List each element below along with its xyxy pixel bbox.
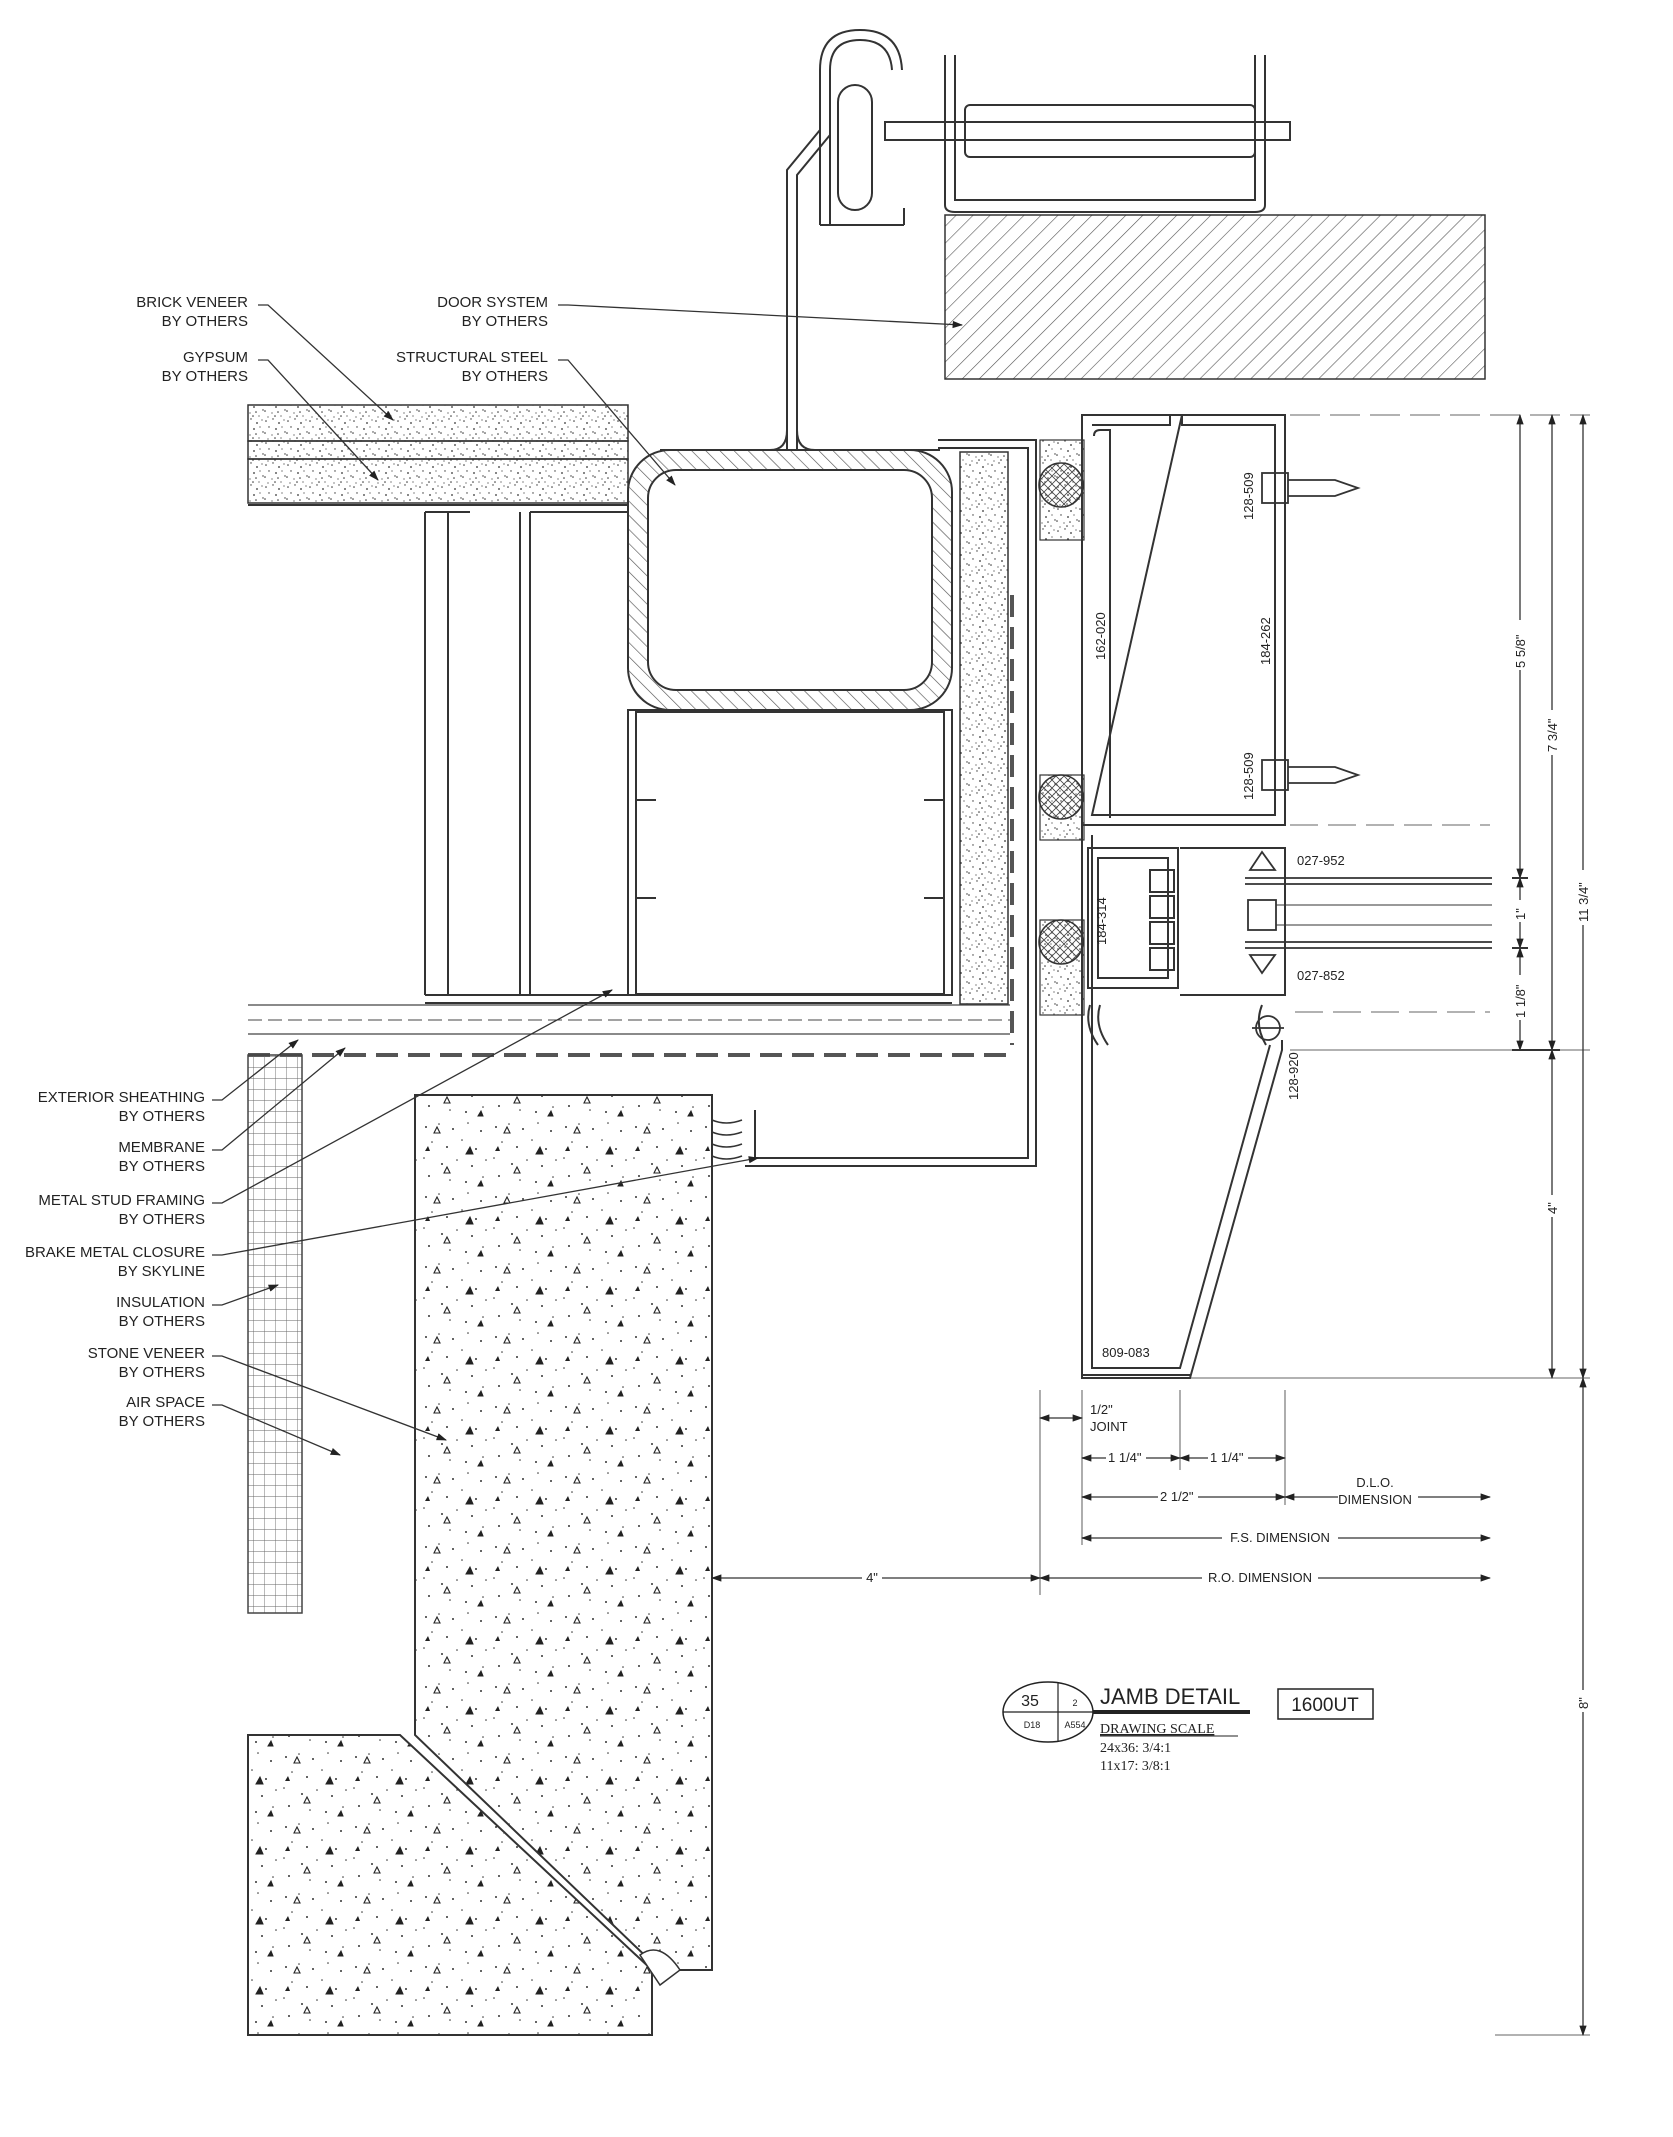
dim-1-1-8: 1 1/8" — [1513, 984, 1528, 1018]
detail-number: 35 — [1021, 1693, 1039, 1710]
part-128-509-top: 128-509 — [1241, 472, 1256, 520]
dim-1: 1" — [1513, 908, 1528, 920]
dimension-labels: 5 5/8" 7 3/4" 11 3/4" 1" 1 1/8" 4" 8" 1/… — [862, 620, 1592, 1712]
part-027-952: 027-952 — [1297, 853, 1345, 868]
series-number: 1600UT — [1291, 1695, 1359, 1716]
anchor-screws — [1252, 472, 1361, 1041]
part-027-852: 027-852 — [1297, 968, 1345, 983]
dim-1-1-4-b: 1 1/4" — [1210, 1450, 1244, 1465]
door-stem — [660, 129, 940, 451]
part-128-509-bottom: 128-509 — [1241, 752, 1256, 800]
gypsum-layer — [247, 458, 629, 504]
dim-ro: R.O. DIMENSION — [1208, 1570, 1312, 1585]
title-block: 35 2 D18 A554 JAMB DETAIL 1600UT DRAWING… — [1002, 1681, 1374, 1774]
structural-steel-label: STRUCTURAL STEEL — [396, 349, 548, 366]
brick-veneer-label: BRICK VENEER — [136, 294, 248, 311]
dim-fs: F.S. DIMENSION — [1230, 1530, 1330, 1545]
brick-veneer-sublabel: BY OTHERS — [162, 313, 248, 330]
gypsum-label: GYPSUM — [183, 349, 248, 366]
air-space-grid-insulation — [247, 1054, 303, 1614]
sheet-number: 2 — [1072, 1698, 1077, 1708]
part-809-083: 809-083 — [1102, 1345, 1150, 1360]
callout-labels: BRICK VENEER BY OTHERS GYPSUM BY OTHERS … — [25, 294, 548, 1430]
part-number-labels: 128-509 162-020 184-262 128-509 027-952 … — [1093, 472, 1345, 1360]
insulation-label: INSULATION — [116, 1294, 205, 1311]
dim-dlo: D.L.O. — [1356, 1475, 1394, 1490]
part-184-262: 184-262 — [1258, 617, 1273, 665]
dim-5-5-8: 5 5/8" — [1513, 634, 1528, 668]
dim-dlo-sublabel: DIMENSION — [1338, 1492, 1412, 1507]
scale-heading: DRAWING SCALE — [1100, 1722, 1214, 1737]
dim-4-vertical: 4" — [1545, 1202, 1560, 1214]
vertical-dimension-lines — [1190, 413, 1590, 2037]
stone-veneer-upper — [414, 1094, 713, 1971]
dim-4-horizontal: 4" — [866, 1570, 878, 1585]
glazing-panel — [1245, 850, 1492, 975]
dim-1-1-4-a: 1 1/4" — [1108, 1450, 1142, 1465]
insulation-strip — [959, 451, 1014, 1045]
membrane-sublabel: BY OTHERS — [119, 1158, 205, 1175]
storefront-frame — [1081, 414, 1286, 1379]
stone-veneer-label: STONE VENEER — [88, 1345, 205, 1362]
stone-veneer-sublabel: BY OTHERS — [119, 1364, 205, 1381]
metal-stud-framing — [248, 504, 953, 1004]
door-hinge-bracket — [884, 55, 1291, 213]
structural-steel-sublabel: BY OTHERS — [462, 368, 548, 385]
insulation-sublabel: BY OTHERS — [119, 1313, 205, 1330]
dim-8: 8" — [1576, 1697, 1591, 1709]
exterior-sheathing-sublabel: BY OTHERS — [119, 1108, 205, 1125]
exterior-sheathing-label: EXTERIOR SHEATHING — [38, 1089, 205, 1106]
air-space-label: AIR SPACE — [126, 1394, 205, 1411]
air-space-sublabel: BY OTHERS — [119, 1413, 205, 1430]
brick-veneer-layer — [247, 404, 629, 460]
part-162-020: 162-020 — [1093, 612, 1108, 660]
metal-stud-framing-sublabel: BY OTHERS — [119, 1211, 205, 1228]
brake-metal-closure — [711, 439, 1037, 1167]
dim-joint: 1/2" — [1090, 1402, 1113, 1417]
dim-2-1-2: 2 1/2" — [1160, 1489, 1194, 1504]
leader-lines — [212, 304, 964, 1456]
dim-7-3-4: 7 3/4" — [1545, 718, 1560, 752]
right-ref: A554 — [1064, 1720, 1085, 1730]
door-system-label: DOOR SYSTEM — [437, 294, 548, 311]
scale-line-1: 24x36: 3/4:1 — [1100, 1741, 1171, 1756]
dim-11-3-4: 11 3/4" — [1576, 882, 1591, 922]
part-128-920: 128-920 — [1286, 1052, 1301, 1100]
structural-steel-tube — [627, 449, 953, 711]
door-system-hatched-block — [944, 214, 1486, 380]
brake-metal-closure-sublabel: BY SKYLINE — [118, 1263, 205, 1280]
left-ref: D18 — [1024, 1720, 1041, 1730]
membrane-label: MEMBRANE — [118, 1139, 205, 1156]
dim-joint-sublabel: JOINT — [1090, 1419, 1128, 1434]
scale-line-2: 11x17: 3/8:1 — [1100, 1759, 1171, 1774]
brake-metal-closure-label: BRAKE METAL CLOSURE — [25, 1244, 205, 1261]
metal-stud-framing-label: METAL STUD FRAMING — [38, 1192, 205, 1209]
door-hardware-hook — [819, 28, 905, 226]
detail-title: JAMB DETAIL — [1100, 1684, 1240, 1709]
door-system-sublabel: BY OTHERS — [462, 313, 548, 330]
stone-veneer-lower — [247, 1734, 682, 2036]
sheathing-membrane-lines — [248, 1004, 1012, 1057]
gypsum-sublabel: BY OTHERS — [162, 368, 248, 385]
backer-rod-seals — [1038, 439, 1085, 1016]
part-184-314: 184-314 — [1094, 897, 1109, 945]
